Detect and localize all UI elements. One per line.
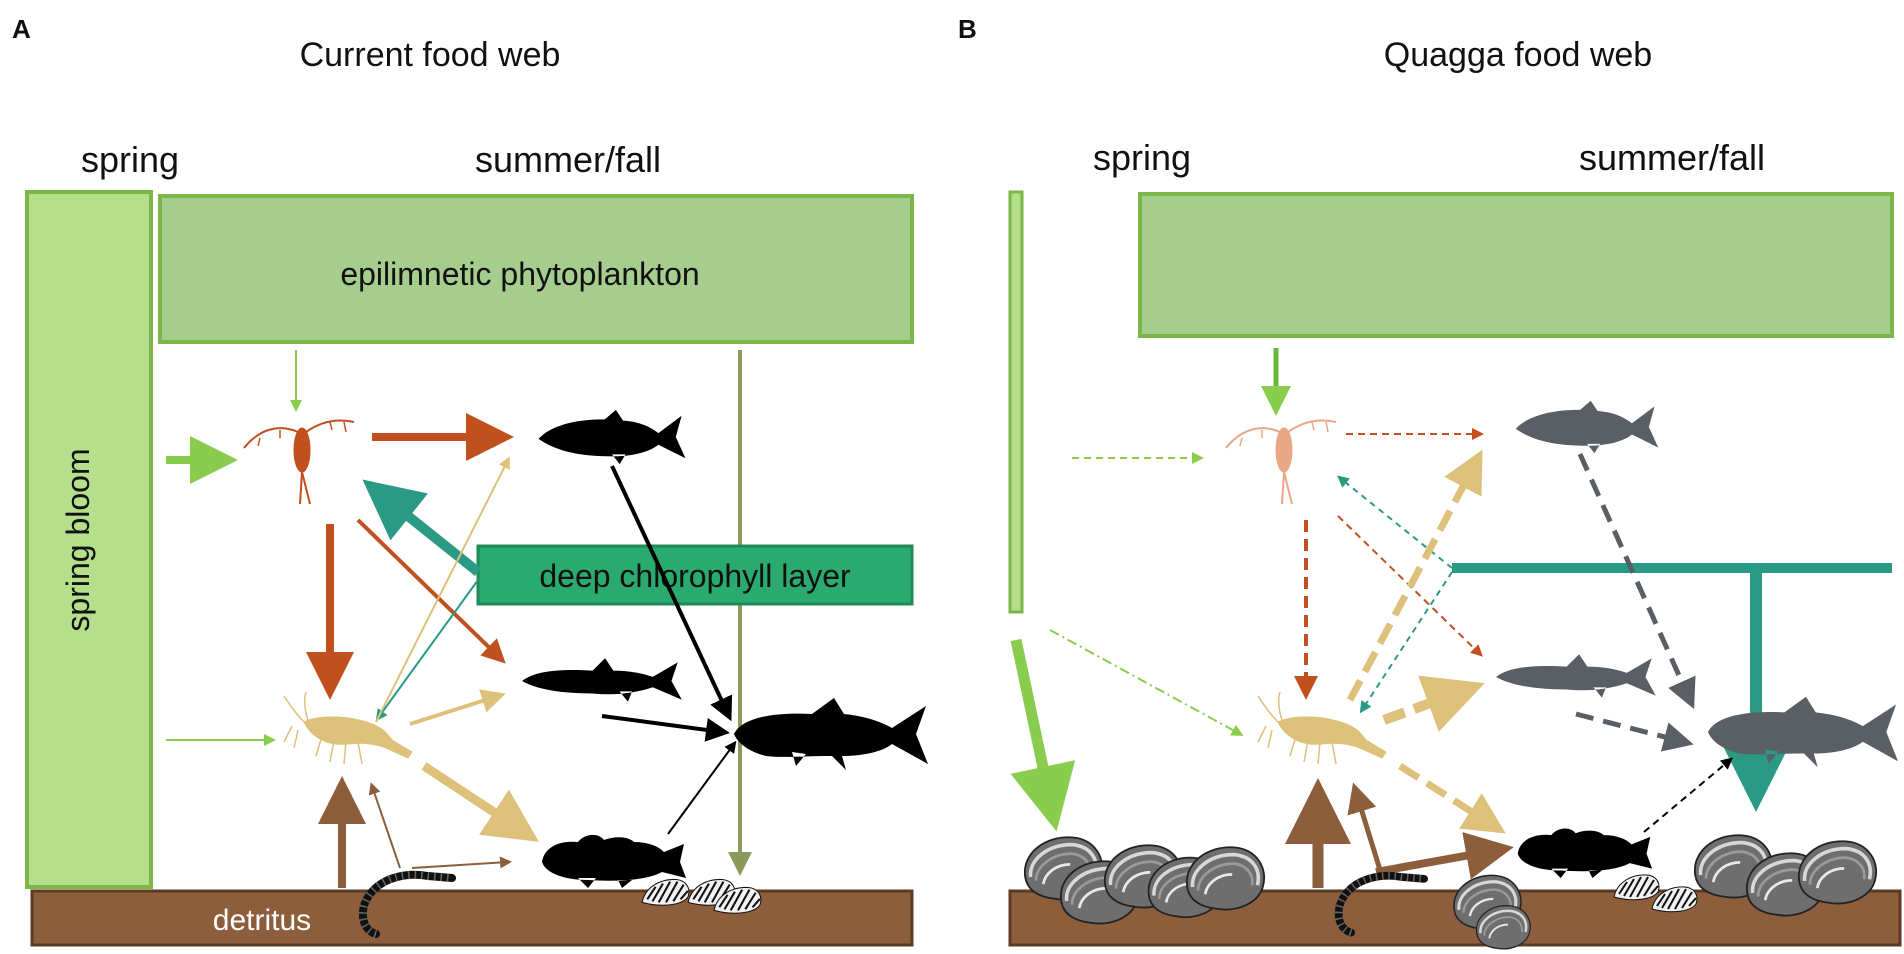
spring-bloom-box xyxy=(25,190,153,889)
arrow-mysid-to-goby xyxy=(421,762,540,842)
arrow-dcl-to-copepod xyxy=(362,479,482,576)
trout-icon xyxy=(734,698,928,770)
arrow-smelt-to-trout xyxy=(601,714,730,742)
panel-a-spring-label: spring xyxy=(81,139,179,180)
smelt-icon xyxy=(522,658,682,702)
spring-bloom-label: spring bloom xyxy=(60,448,96,631)
deep-chlorophyll-label: deep chlorophyll layer xyxy=(539,558,851,594)
goby-icon-b xyxy=(1517,828,1653,878)
arrow-spring-to-mussels-b xyxy=(1010,638,1076,832)
arrow-herring-to-trout-b xyxy=(1577,452,1696,710)
panel-b-letter: B xyxy=(958,14,977,44)
panel-a-summer-label: summer/fall xyxy=(475,139,661,180)
epilimnetic-phytoplankton-label: epilimnetic phytoplankton xyxy=(340,256,699,292)
mysid-icon xyxy=(283,692,413,765)
arrow-dcl-to-mysid-b xyxy=(1359,571,1453,714)
herring-icon xyxy=(538,409,686,465)
arrow-worm-to-mysid xyxy=(368,782,401,869)
arrow-mysid-to-goby-b xyxy=(1398,763,1506,834)
panel-b: B Quagga food web spring summer/fall xyxy=(958,14,1902,951)
arrow-dcl-to-mysid xyxy=(375,579,479,722)
arrow-dcl-to-copepod-b xyxy=(1336,475,1453,569)
arrow-goby-to-trout xyxy=(667,740,737,835)
arrow-worm-to-mysid-b xyxy=(1347,782,1383,871)
arrow-goby-to-trout-b xyxy=(1643,757,1734,833)
panel-b-spring-label: spring xyxy=(1093,137,1191,178)
zebra-mussel-icon xyxy=(640,878,691,907)
arrow-mysid-to-smelt xyxy=(409,689,506,726)
zebra-mussel-icon-b xyxy=(1612,873,1661,901)
panel-b-summer-label: summer/fall xyxy=(1579,137,1765,178)
panel-a-title: Current food web xyxy=(300,36,561,74)
arrow-smelt-to-trout-b xyxy=(1575,711,1694,752)
copepod-icon xyxy=(243,419,355,505)
arrow-copepod-to-smelt xyxy=(356,518,506,664)
panel-a-letter: A xyxy=(12,14,31,44)
deep-chlorophyll-box xyxy=(476,544,914,606)
arrow-spring-to-mysid-b xyxy=(1049,629,1244,736)
spring-bloom-box-b xyxy=(1008,190,1024,614)
arrow-mysid-to-smelt-b xyxy=(1382,675,1485,732)
panel-a: A Current food web spring summer/fall sp… xyxy=(12,14,928,947)
trout-icon-b xyxy=(1707,696,1899,768)
detritus-label: detritus xyxy=(213,904,311,937)
panel-b-title: Quagga food web xyxy=(1384,36,1652,74)
herring-icon-b xyxy=(1515,400,1659,454)
detritus-bar xyxy=(30,889,914,947)
epilimnetic-phytoplankton-box xyxy=(158,194,914,344)
arrow-worm-to-goby xyxy=(411,856,512,869)
epilimnetic-phytoplankton-box-b xyxy=(1138,192,1894,338)
arrow-mysid-to-herring xyxy=(375,456,510,723)
quagga-mussel-icon-10 xyxy=(1797,839,1878,906)
smelt-icon-b xyxy=(1496,654,1656,698)
copepod-icon-b xyxy=(1225,419,1337,505)
arrow-mysid-to-herring-b xyxy=(1346,449,1483,702)
arrow-herring-to-trout xyxy=(610,465,733,722)
quagga-mussel-icon-5 xyxy=(1185,845,1266,912)
arrow-worm-to-goby-b xyxy=(1375,832,1514,880)
